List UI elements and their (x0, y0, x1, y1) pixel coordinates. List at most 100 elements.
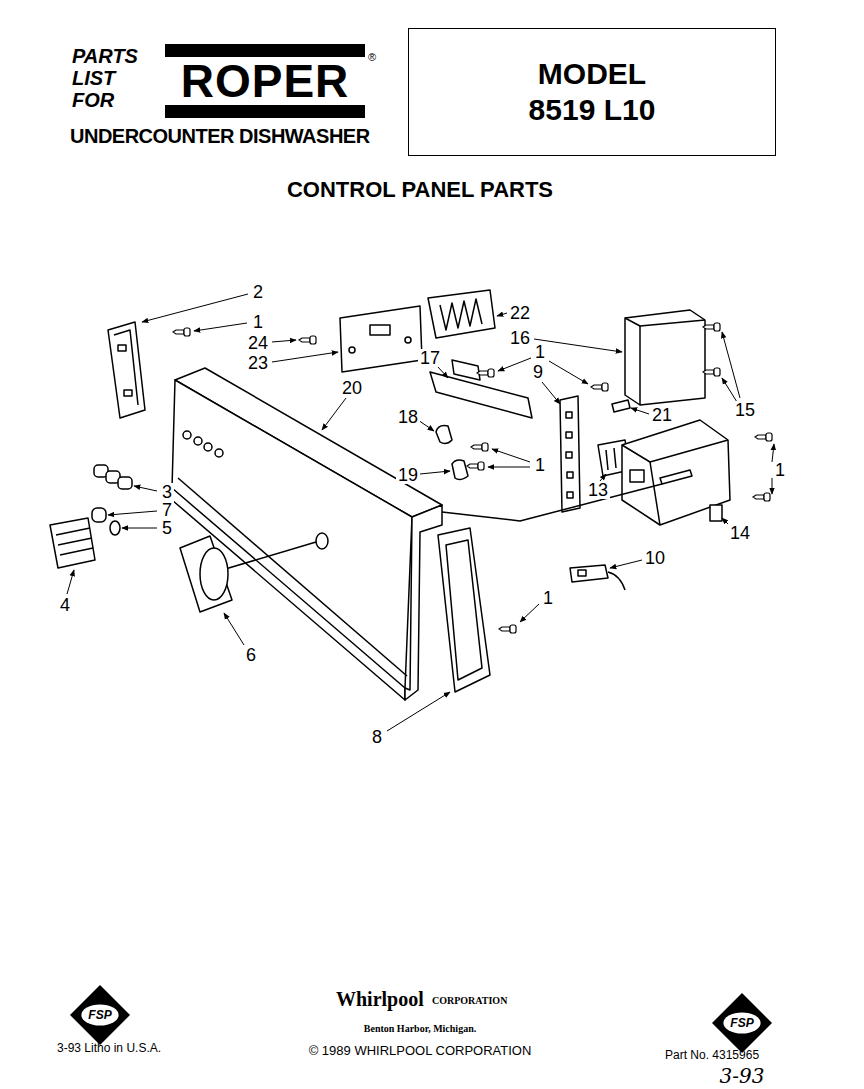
side-bracket (124, 390, 132, 396)
support-strip (452, 360, 480, 380)
company-name: Whirlpool (336, 989, 424, 1009)
company-name: CORPORATION (432, 996, 507, 1006)
leader-line (492, 449, 530, 462)
leader-line (420, 471, 450, 474)
screw (703, 323, 720, 331)
leader-line (387, 692, 450, 731)
leader-line (194, 323, 247, 331)
plug (570, 565, 625, 590)
screw (173, 328, 190, 336)
control-panel (194, 437, 202, 445)
leader-line (600, 474, 606, 481)
leader-line (542, 382, 560, 404)
callout-number: 3 (160, 483, 174, 501)
screw (591, 383, 608, 391)
leader-line (224, 613, 244, 645)
screw (467, 462, 484, 470)
timer (660, 470, 692, 484)
grille (50, 518, 95, 568)
callout-number: 13 (586, 481, 610, 499)
mounting-plate (349, 347, 355, 353)
callout-number: 17 (418, 349, 442, 367)
screw (299, 336, 316, 344)
cover (625, 310, 705, 405)
clip (436, 426, 452, 444)
button (92, 508, 120, 535)
callout-number: 8 (370, 728, 384, 746)
plug (578, 570, 586, 576)
connector-block (614, 448, 616, 468)
switch-guard (428, 290, 495, 338)
switch-strip (567, 472, 573, 478)
leader-line (67, 294, 774, 731)
grille (56, 528, 90, 535)
cover (625, 310, 705, 405)
leader-line (772, 444, 774, 462)
brand-banner: ROPER (165, 44, 365, 118)
buttons (94, 465, 132, 489)
callout-number: 21 (650, 406, 674, 424)
mounting-plate (405, 337, 411, 343)
fsp-logo: FSP (69, 984, 131, 1046)
cover (639, 326, 641, 405)
control-panel (172, 368, 442, 700)
side-bracket (108, 322, 145, 418)
fsp-oval (81, 1004, 118, 1025)
leader-line (108, 511, 157, 515)
callout-number: 1 (251, 313, 265, 331)
switch-guard (440, 299, 482, 330)
leader-line (418, 420, 434, 431)
knob (222, 542, 316, 570)
control-panel (215, 449, 223, 457)
leader-line (722, 332, 740, 398)
logo-text: FSP (730, 1016, 753, 1030)
brand-name: ROPER (181, 59, 350, 103)
control-panel (316, 533, 328, 549)
grille (50, 518, 95, 568)
leader-line (772, 478, 773, 494)
switch-strip (566, 432, 572, 438)
side-bracket (118, 345, 126, 351)
fsp-diamond (712, 993, 772, 1053)
support-strip (430, 360, 532, 418)
callout-number: 14 (728, 524, 752, 542)
handwritten-note: 3-93 (720, 1066, 765, 1086)
control-panel (178, 478, 407, 676)
leader-line (122, 528, 157, 529)
mounting-plate (340, 306, 422, 372)
timer (622, 420, 730, 525)
clip (452, 460, 468, 480)
small-clip (612, 400, 630, 412)
callout-number: 23 (246, 354, 270, 372)
leader-line (631, 408, 649, 414)
leader-line (142, 294, 248, 322)
timer (622, 440, 728, 462)
control-panel (405, 505, 442, 700)
grille (60, 548, 93, 555)
control-panel (172, 380, 412, 688)
callout-number: 19 (396, 466, 420, 484)
model-box: MODEL 8519 L10 (408, 28, 776, 156)
model-number: MODEL 8519 L10 (512, 56, 672, 128)
leader-line (534, 339, 622, 352)
mounting-plate (340, 306, 422, 372)
fsp-logo: FSP (711, 992, 773, 1054)
logo-text: FSP (88, 1008, 111, 1022)
timer (630, 470, 644, 482)
callout-number: 1 (541, 589, 555, 607)
control-panel (183, 431, 191, 439)
trademark: ® (368, 52, 376, 63)
support-strip (430, 372, 532, 418)
screw (499, 625, 516, 633)
fsp-oval (723, 1012, 760, 1033)
control-panel (204, 443, 212, 451)
switch-strip (566, 452, 572, 458)
screw (471, 443, 488, 451)
screw (753, 493, 770, 501)
callout-number: 24 (246, 334, 270, 352)
screw (703, 368, 720, 376)
callout-number: 20 (340, 379, 364, 397)
section-title: CONTROL PANEL PARTS (287, 179, 553, 201)
callout-number: 4 (58, 596, 72, 614)
callout-number: 22 (508, 304, 532, 322)
